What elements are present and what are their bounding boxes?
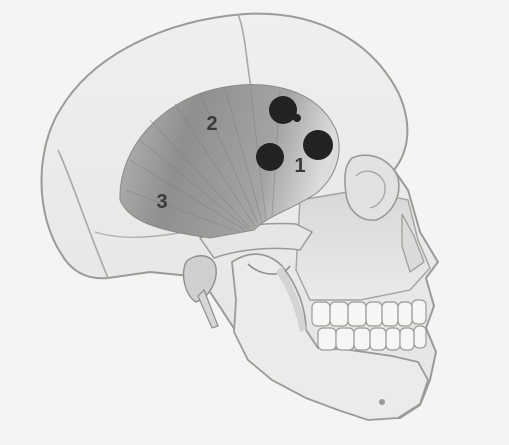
trigger-point-marker bbox=[293, 114, 301, 122]
trigger-point-marker bbox=[269, 96, 297, 124]
region-label-2: 2 bbox=[206, 113, 217, 135]
trigger-point-marker bbox=[303, 130, 333, 160]
lower-teeth bbox=[318, 326, 426, 350]
orbit bbox=[345, 155, 399, 220]
region-label-3: 3 bbox=[156, 191, 167, 213]
trigger-point-marker bbox=[256, 143, 284, 171]
mental-foramen bbox=[379, 399, 385, 405]
upper-teeth bbox=[312, 300, 426, 326]
region-label-1: 1 bbox=[294, 155, 305, 177]
